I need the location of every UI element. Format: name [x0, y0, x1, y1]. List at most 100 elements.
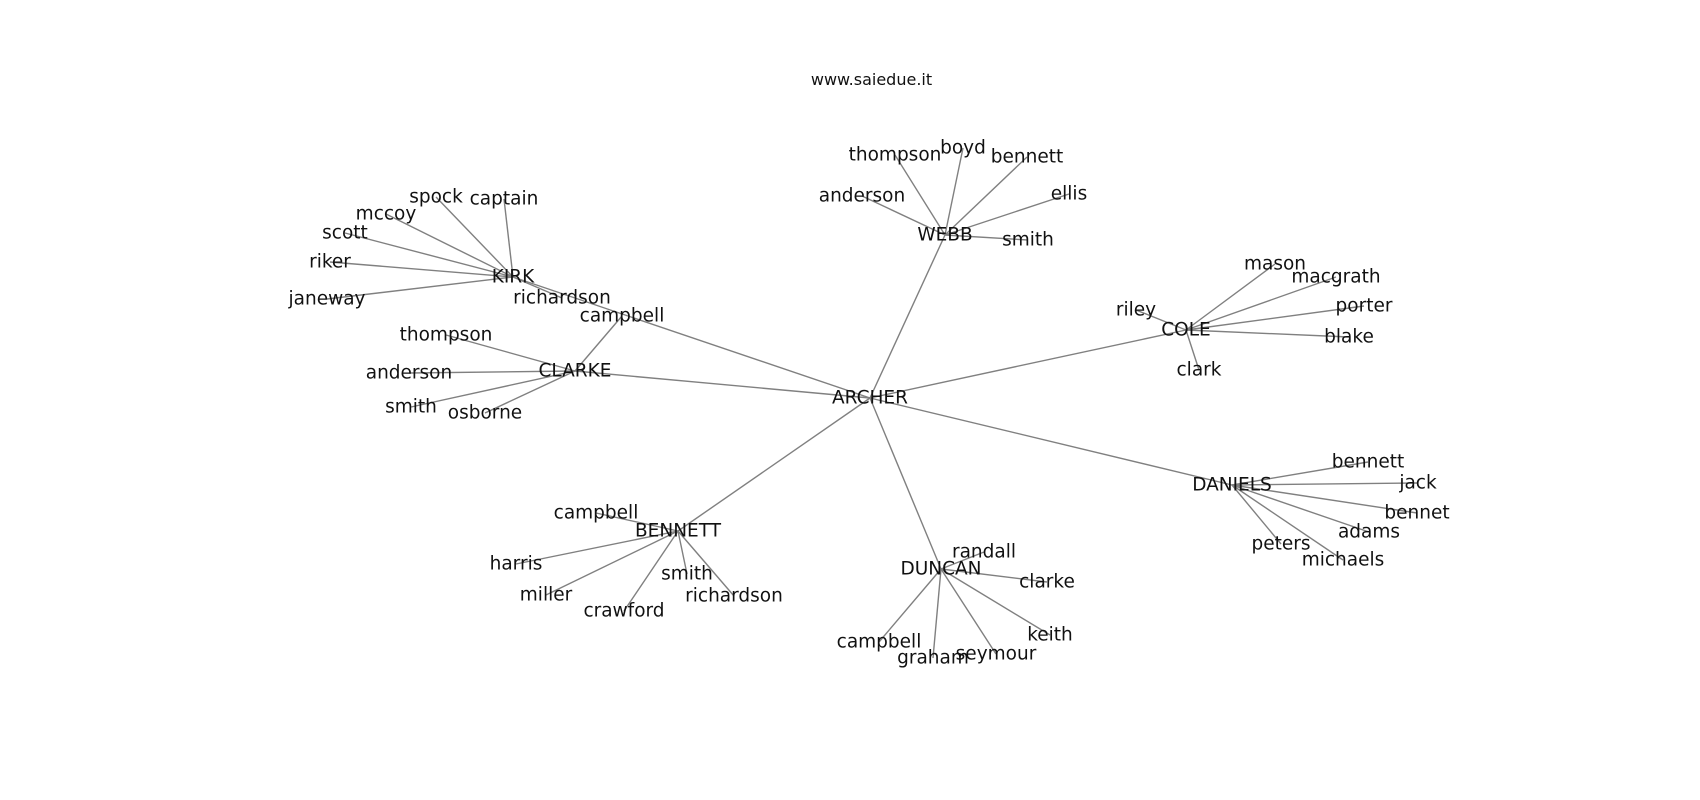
- edge-duncan-seymour: [940, 568, 997, 655]
- leaf-node-bennett-richardson: richardson: [685, 586, 783, 607]
- edge-duncan-randall: [940, 551, 985, 570]
- edge-clarke-campbell: [574, 315, 623, 372]
- leaf-node-webb-anderson: anderson: [819, 186, 905, 207]
- leaf-node-duncan-seymour: seymour: [956, 644, 1037, 665]
- edge-cole-clark: [1185, 329, 1200, 371]
- edge-cole-porter: [1185, 305, 1365, 331]
- edge-duncan-graham: [932, 568, 942, 659]
- leaf-node-webb-thompson: thompson: [849, 145, 942, 166]
- edge-kirk-scott: [344, 232, 514, 278]
- edge-webb-bennett: [944, 156, 1028, 236]
- edge-clarke-thompson: [445, 334, 576, 372]
- edge-kirk-captain: [503, 198, 514, 278]
- leaf-node-kirk-mccoy: mccoy: [356, 204, 417, 225]
- edge-archer-cole: [869, 329, 1187, 399]
- edge-archer-clarke: [574, 370, 871, 399]
- edge-clarke-anderson: [408, 370, 576, 374]
- leaf-node-daniels-bennet: bennet: [1384, 503, 1449, 524]
- leaf-node-webb-boyd: boyd: [940, 138, 986, 159]
- leaf-node-cole-porter: porter: [1336, 296, 1393, 317]
- edge-kirk-spock: [435, 196, 514, 278]
- leaf-node-kirk-richardson: richardson: [513, 288, 611, 309]
- leaf-node-kirk-captain: captain: [470, 189, 539, 210]
- edge-daniels-adams: [1231, 484, 1370, 533]
- leaf-node-clarke-osborne: osborne: [448, 403, 522, 424]
- leaf-node-clarke-anderson: anderson: [366, 363, 452, 384]
- edge-kirk-richardson: [512, 276, 563, 299]
- edge-cole-blake: [1185, 329, 1350, 338]
- leaf-node-duncan-graham: graham: [897, 648, 969, 669]
- edge-daniels-bennett: [1231, 461, 1369, 486]
- edge-webb-smith: [944, 234, 1029, 241]
- hub-node-clarke: CLARKE: [539, 361, 612, 382]
- leaf-node-bennett-harris: harris: [490, 554, 543, 575]
- graph-edges: [326, 147, 1419, 659]
- edge-bennett-harris: [515, 530, 679, 565]
- edge-duncan-campbell: [878, 568, 942, 643]
- leaf-node-daniels-jack: jack: [1398, 473, 1437, 494]
- edge-archer-bennett: [677, 397, 871, 532]
- leaf-node-kirk-scott: scott: [322, 223, 368, 244]
- edge-daniels-jack: [1231, 482, 1419, 486]
- leaf-node-duncan-clarke: clarke: [1019, 572, 1075, 593]
- hub-node-kirk: KIRK: [492, 267, 535, 288]
- hub-node-duncan: DUNCAN: [900, 559, 981, 580]
- edge-bennett-campbell: [595, 512, 679, 532]
- leaf-node-clarke-smith: smith: [385, 397, 437, 418]
- edge-clarke-osborne: [484, 370, 576, 414]
- edge-daniels-peters: [1231, 484, 1282, 545]
- edge-duncan-keith: [940, 568, 1051, 636]
- edge-clarke-smith: [410, 370, 576, 408]
- leaf-node-bennett-smith: smith: [661, 564, 713, 585]
- leaf-node-duncan-keith: keith: [1027, 625, 1073, 646]
- leaf-node-cole-blake: blake: [1324, 327, 1374, 348]
- leaf-node-cole-macgrath: macgrath: [1291, 267, 1380, 288]
- leaf-node-daniels-adams: adams: [1338, 522, 1400, 543]
- edge-cole-mason: [1185, 263, 1276, 331]
- edge-bennett-miller: [545, 530, 679, 596]
- leaf-node-duncan-campbell: campbell: [837, 632, 922, 653]
- edge-archer-kirk: [512, 276, 871, 399]
- leaf-node-daniels-peters: peters: [1251, 534, 1310, 555]
- leaf-node-webb-bennett: bennett: [991, 147, 1063, 168]
- leaf-node-webb-ellis: ellis: [1051, 184, 1087, 205]
- edge-daniels-bennet: [1231, 484, 1418, 514]
- edge-kirk-janeway: [326, 276, 514, 300]
- hub-node-daniels: DANIELS: [1192, 475, 1272, 496]
- edge-duncan-clarke: [940, 568, 1048, 583]
- leaf-node-webb-smith: smith: [1002, 230, 1054, 251]
- leaf-node-cole-mason: mason: [1244, 254, 1306, 275]
- edge-kirk-riker: [329, 261, 514, 278]
- leaf-node-kirk-riker: riker: [309, 252, 351, 273]
- edge-cole-riley: [1135, 309, 1187, 331]
- edge-webb-ellis: [944, 193, 1070, 236]
- edge-daniels-michaels: [1231, 484, 1344, 561]
- site-title: www.saiedue.it: [810, 70, 933, 89]
- edge-cole-macgrath: [1185, 276, 1337, 331]
- edge-archer-daniels: [869, 397, 1233, 486]
- leaf-node-bennett-crawford: crawford: [583, 601, 664, 622]
- edge-kirk-mccoy: [385, 213, 514, 278]
- hub-node-bennett: BENNETT: [635, 521, 722, 542]
- edge-archer-webb: [869, 234, 946, 399]
- leaf-node-cole-clark: clark: [1177, 360, 1222, 381]
- hub-node-cole: COLE: [1161, 320, 1210, 341]
- edge-archer-duncan: [869, 397, 942, 570]
- edge-bennett-crawford: [623, 530, 679, 612]
- edge-bennett-richardson: [677, 530, 735, 597]
- leaf-node-clarke-campbell: campbell: [580, 306, 665, 327]
- leaf-node-clarke-thompson: thompson: [400, 325, 493, 346]
- edge-webb-boyd: [944, 147, 964, 236]
- leaf-node-bennett-campbell: campbell: [554, 503, 639, 524]
- edge-bennett-smith: [677, 530, 688, 575]
- leaf-node-duncan-randall: randall: [952, 542, 1016, 563]
- edge-webb-anderson: [861, 195, 946, 236]
- leaf-node-kirk-janeway: janeway: [288, 289, 366, 310]
- edge-webb-thompson: [894, 154, 946, 236]
- center-node-archer: ARCHER: [832, 388, 908, 409]
- hub-node-webb: WEBB: [917, 225, 972, 246]
- leaf-node-bennett-miller: miller: [520, 585, 573, 606]
